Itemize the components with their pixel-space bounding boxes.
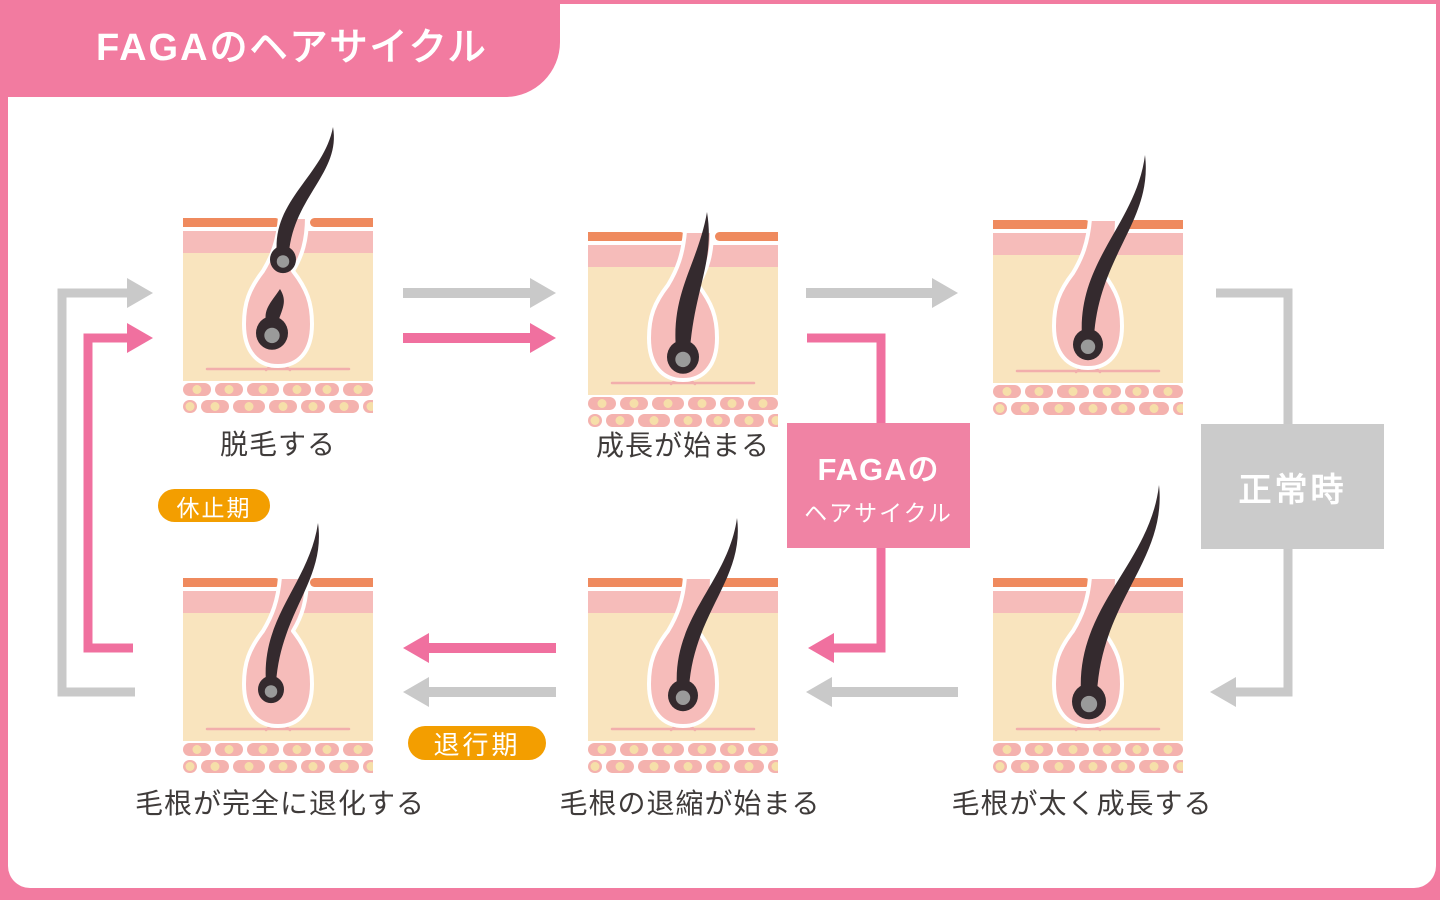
badge-resting-label: 休止期 [176, 494, 252, 521]
stage-caption-growth-start: 成長が始まる [595, 430, 770, 461]
illustration-thick-growth [987, 473, 1195, 773]
normal-cycle-box: 正常時 [1201, 424, 1384, 549]
header-tab: FAGAのヘアサイクル [0, 0, 560, 97]
pink-arrow-shed-to-start [403, 323, 556, 353]
stage-caption-complete-regression: 毛根が完全に退化する [134, 788, 425, 819]
gray-arrow-shed-to-start [403, 278, 556, 308]
badge-regression-label: 退行期 [433, 729, 521, 760]
illustration-shedding [177, 113, 385, 413]
gray-arrow-thick-to-regress [806, 677, 958, 707]
badge-regression-phase: 退行期 [408, 726, 546, 760]
gray-arrow-regress-to-rest [403, 677, 556, 707]
illustration-complete-regression [177, 473, 385, 773]
pink-arrow-regress-to-rest [403, 633, 556, 663]
stage-caption-shedding: 脱毛する [219, 429, 336, 460]
page-title: FAGAのヘアサイクル [96, 27, 488, 69]
badge-resting-phase: 休止期 [158, 489, 270, 522]
stage-caption-regression-start: 毛根の退縮が始まる [559, 788, 821, 819]
gray-arrow-start-to-grown [806, 278, 958, 308]
illustration-regression-start [582, 473, 790, 773]
normal-box-label: 正常時 [1238, 470, 1347, 508]
stage-caption-thick-growth: 毛根が太く成長する [951, 788, 1213, 819]
faga-box-line2: ヘアサイクル [804, 499, 953, 526]
faga-cycle-box: FAGAの ヘアサイクル [787, 423, 970, 548]
gray-elbow-rest-to-shed [57, 278, 153, 697]
illustration-growth-start [582, 127, 790, 427]
faga-box-line1: FAGAの [817, 451, 940, 487]
pink-elbow-rest-to-shed [83, 323, 153, 653]
illustration-hair-grown [987, 115, 1195, 415]
